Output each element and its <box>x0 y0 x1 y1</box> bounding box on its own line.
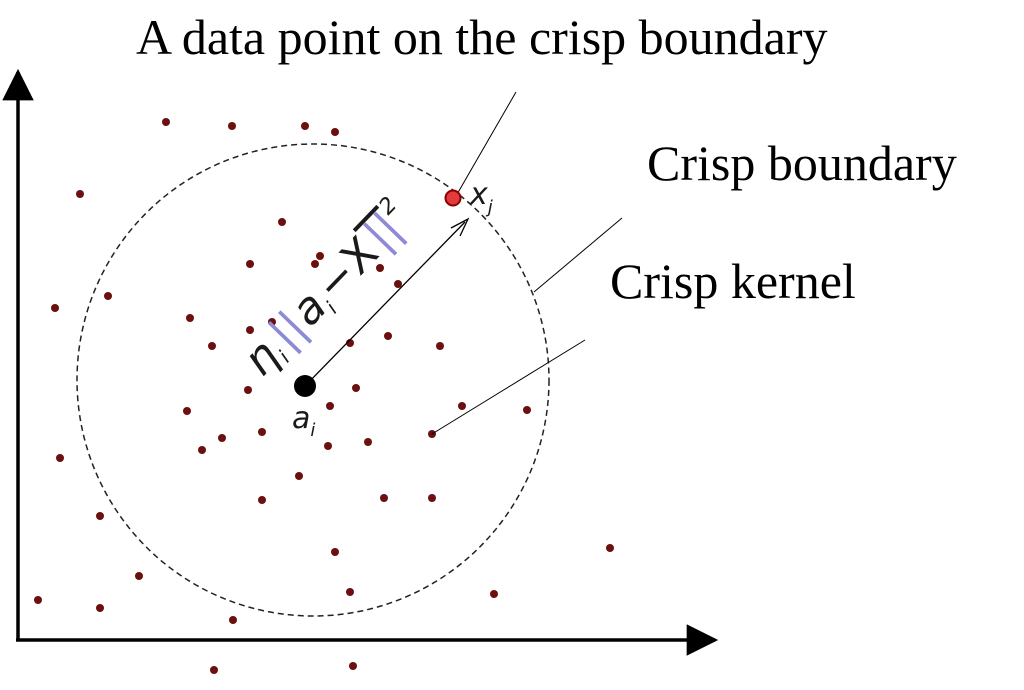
data-points <box>34 118 614 674</box>
crisp-boundary-circle <box>76 143 550 617</box>
data-point <box>208 342 216 350</box>
data-point <box>324 442 332 450</box>
data-point <box>162 118 170 126</box>
title-label: A data point on the crisp boundary <box>136 9 828 65</box>
data-point <box>436 342 444 350</box>
data-point <box>311 260 319 268</box>
center-point <box>294 375 316 397</box>
data-point <box>218 434 226 442</box>
leader-line-kernel <box>431 339 586 435</box>
data-point <box>376 264 384 272</box>
data-point <box>428 494 436 502</box>
data-point <box>606 544 614 552</box>
data-point <box>301 122 309 130</box>
data-point <box>228 122 236 130</box>
data-point <box>104 292 112 300</box>
data-point <box>51 304 59 312</box>
svg-text:ηi||ai−X||2: ηi||ai−X||2 <box>233 192 424 387</box>
data-point <box>34 596 42 604</box>
data-point <box>331 128 339 136</box>
data-point <box>384 332 392 340</box>
data-point <box>244 386 252 394</box>
leader-line-boundary <box>533 217 623 293</box>
data-point <box>458 402 466 410</box>
data-point <box>198 446 206 454</box>
data-point <box>394 280 402 288</box>
data-point <box>135 572 143 580</box>
data-point <box>210 666 218 674</box>
data-point <box>258 496 266 504</box>
data-point <box>349 662 357 670</box>
data-point <box>490 590 498 598</box>
data-point <box>186 314 194 322</box>
leader-line-title <box>455 91 517 197</box>
data-point <box>76 190 84 198</box>
data-point <box>326 402 334 410</box>
radius-arrow-head <box>450 217 470 237</box>
data-point <box>278 218 286 226</box>
formula-overbar <box>352 204 380 233</box>
data-point <box>246 326 254 334</box>
boundary-point-label: xj <box>469 177 493 218</box>
data-point <box>316 252 324 260</box>
crisp-kernel-label: Crisp kernel <box>610 253 856 309</box>
data-point <box>346 588 354 596</box>
crisp-boundary-label: Crisp boundary <box>647 135 957 191</box>
data-point <box>523 406 531 414</box>
data-point <box>258 428 266 436</box>
boundary-point <box>444 189 462 207</box>
data-point <box>352 384 360 392</box>
data-point <box>96 604 104 612</box>
distance-formula: ηi||ai−X||2 <box>233 192 424 387</box>
data-point <box>295 472 303 480</box>
data-point <box>246 260 254 268</box>
data-point <box>268 318 276 326</box>
data-point <box>364 438 372 446</box>
data-point <box>380 494 388 502</box>
radius-arrow <box>304 221 466 387</box>
center-point-label: ai <box>292 401 315 441</box>
data-point <box>96 512 104 520</box>
data-point <box>56 454 64 462</box>
data-point <box>229 616 237 624</box>
data-point <box>183 407 191 415</box>
data-point <box>331 548 339 556</box>
